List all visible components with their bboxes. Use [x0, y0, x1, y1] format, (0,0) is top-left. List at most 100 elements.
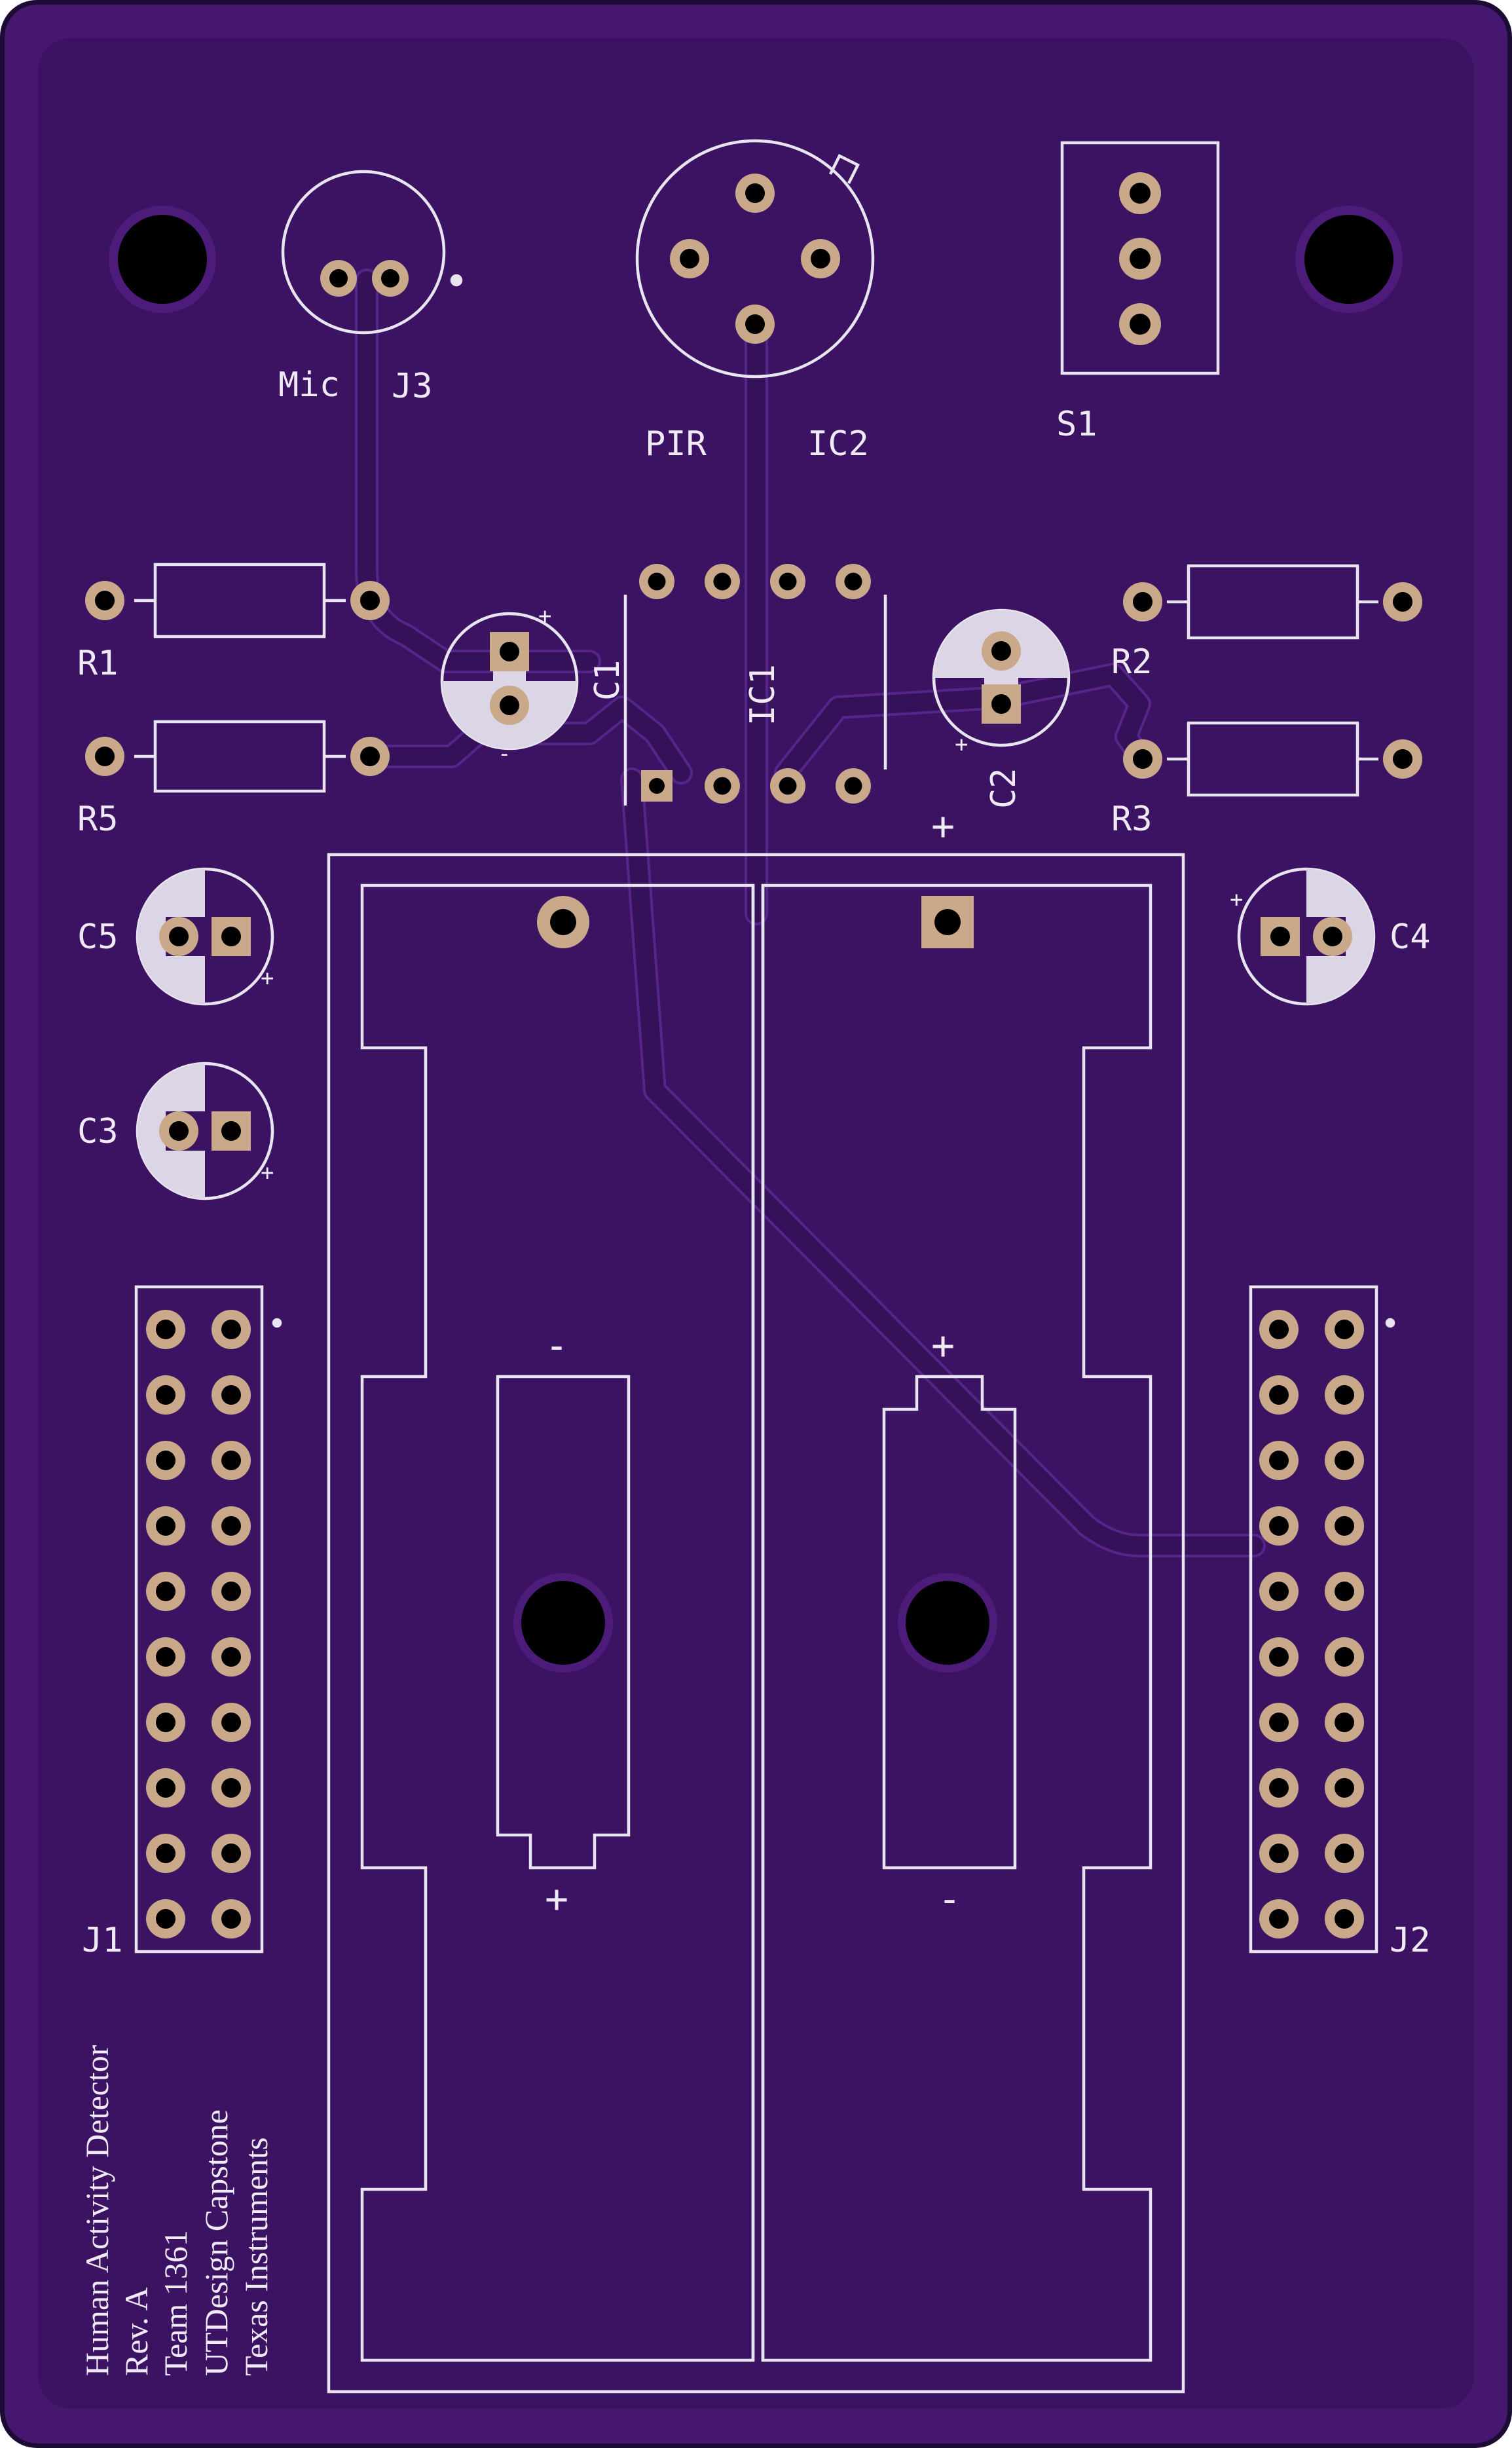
r5-pad [350, 737, 390, 776]
mic-outline [281, 170, 446, 335]
note-team: Team 1361 [157, 2230, 194, 2376]
r5-pad [85, 737, 124, 776]
j2-pad [1259, 1703, 1299, 1742]
c2-pad [982, 631, 1021, 671]
j1-pad [146, 1703, 185, 1742]
label-r5: R5 [77, 800, 119, 839]
label-s1: S1 [1056, 405, 1097, 444]
j2-pad [1325, 1703, 1364, 1742]
ic1-pad [836, 768, 871, 804]
minus-mark: - [498, 741, 511, 767]
ic1-pad [770, 768, 805, 804]
j1-pad [212, 1441, 251, 1480]
j1-pad [146, 1441, 185, 1480]
battery-pad-negative [537, 896, 589, 948]
plus-mark: + [1230, 887, 1243, 913]
ic1-pad [705, 768, 740, 804]
label-j3: J3 [392, 367, 433, 406]
j1-pad [212, 1768, 251, 1808]
j2-pad [1325, 1506, 1364, 1546]
c1-pad [490, 686, 529, 725]
r1-pad [350, 581, 390, 620]
c5-pad [212, 917, 251, 956]
j2-pad [1325, 1637, 1364, 1677]
battery-pad-positive [921, 896, 974, 948]
j2-pad [1325, 1375, 1364, 1415]
label-ic1: IC1 [743, 664, 783, 726]
ic1-pad-1 [641, 770, 673, 802]
j2-pad [1325, 1899, 1364, 1938]
plus-mark: + [931, 804, 955, 849]
c3-pad [159, 1111, 198, 1151]
c3-pad [212, 1111, 251, 1151]
j1-pad [212, 1506, 251, 1546]
note-program: UTDesign Capstone [198, 2109, 234, 2376]
s1-pad [1119, 172, 1161, 214]
battery-cell-left [360, 883, 755, 2362]
note-title: Human Activity Detector [79, 2045, 115, 2376]
s1-pad [1119, 303, 1161, 345]
c4-pad [1313, 917, 1352, 956]
pads [85, 172, 1422, 1938]
j1-pad [146, 1375, 185, 1415]
j2-pad [1259, 1310, 1299, 1349]
ic1-pad [770, 564, 805, 599]
label-c2: C2 [984, 768, 1023, 809]
r3-pad [1123, 739, 1162, 779]
label-c3: C3 [77, 1112, 119, 1151]
j2-pad [1325, 1834, 1364, 1873]
j1-pad [212, 1637, 251, 1677]
battery-contact-left [496, 1375, 631, 1870]
j1-pad [212, 1834, 251, 1873]
label-c1: C1 [588, 659, 627, 701]
label-r1: R1 [77, 644, 119, 683]
plus-mark: + [261, 965, 274, 992]
plus-mark: + [931, 1323, 955, 1369]
j2-outline [1249, 1285, 1378, 1954]
c1-pad [490, 632, 529, 671]
ic1-pad [639, 564, 674, 599]
polarity-marks: + - + + - + - + + + + [261, 603, 1243, 1922]
j1-pad [212, 1899, 251, 1938]
r3-pad [1383, 739, 1422, 779]
j2-pad [1325, 1768, 1364, 1808]
j2-pad [1259, 1506, 1299, 1546]
j1-pad [212, 1703, 251, 1742]
battery-contact-right [882, 1375, 1017, 1870]
plus-mark: + [545, 1876, 568, 1922]
label-j1: J1 [82, 1921, 123, 1960]
minus-mark: - [545, 1323, 568, 1369]
label-r3: R3 [1111, 800, 1152, 839]
label-c4: C4 [1390, 918, 1431, 957]
mic-pad [372, 260, 409, 297]
j2-pad [1325, 1441, 1364, 1480]
pir-pad [801, 239, 840, 278]
label-mic: Mic [278, 365, 340, 405]
note-sponsor: Texas Instruments [238, 2138, 274, 2376]
s1-pad [1119, 238, 1161, 280]
board-notes: Human Activity Detector Rev. A Team 1361… [79, 2045, 274, 2376]
j1-pad [146, 1637, 185, 1677]
pir-outline [635, 139, 875, 379]
j2-pad [1325, 1572, 1364, 1611]
j2-pad [1259, 1441, 1299, 1480]
ic1-pad [705, 564, 740, 599]
j2-pad [1259, 1637, 1299, 1677]
j1-pad [212, 1375, 251, 1415]
label-j2: J2 [1390, 1921, 1431, 1960]
j2-pad [1259, 1834, 1299, 1873]
label-c5: C5 [77, 918, 119, 957]
j1-pad [146, 1310, 185, 1349]
plus-mark: + [261, 1160, 274, 1186]
battery-cell-right [761, 883, 1152, 2362]
j1-pad [146, 1506, 185, 1546]
component-labels: Mic J3 PIR IC2 S1 R1 R5 R2 R3 C5 C3 C4 J… [77, 365, 1431, 1960]
label-pir: PIR [645, 424, 707, 464]
j1-pad [146, 1834, 185, 1873]
mic-pad [320, 260, 357, 297]
note-revision: Rev. A [118, 2287, 155, 2376]
j1-pad [146, 1572, 185, 1611]
j1-outline [134, 1285, 264, 1954]
c4-pad [1261, 917, 1300, 956]
